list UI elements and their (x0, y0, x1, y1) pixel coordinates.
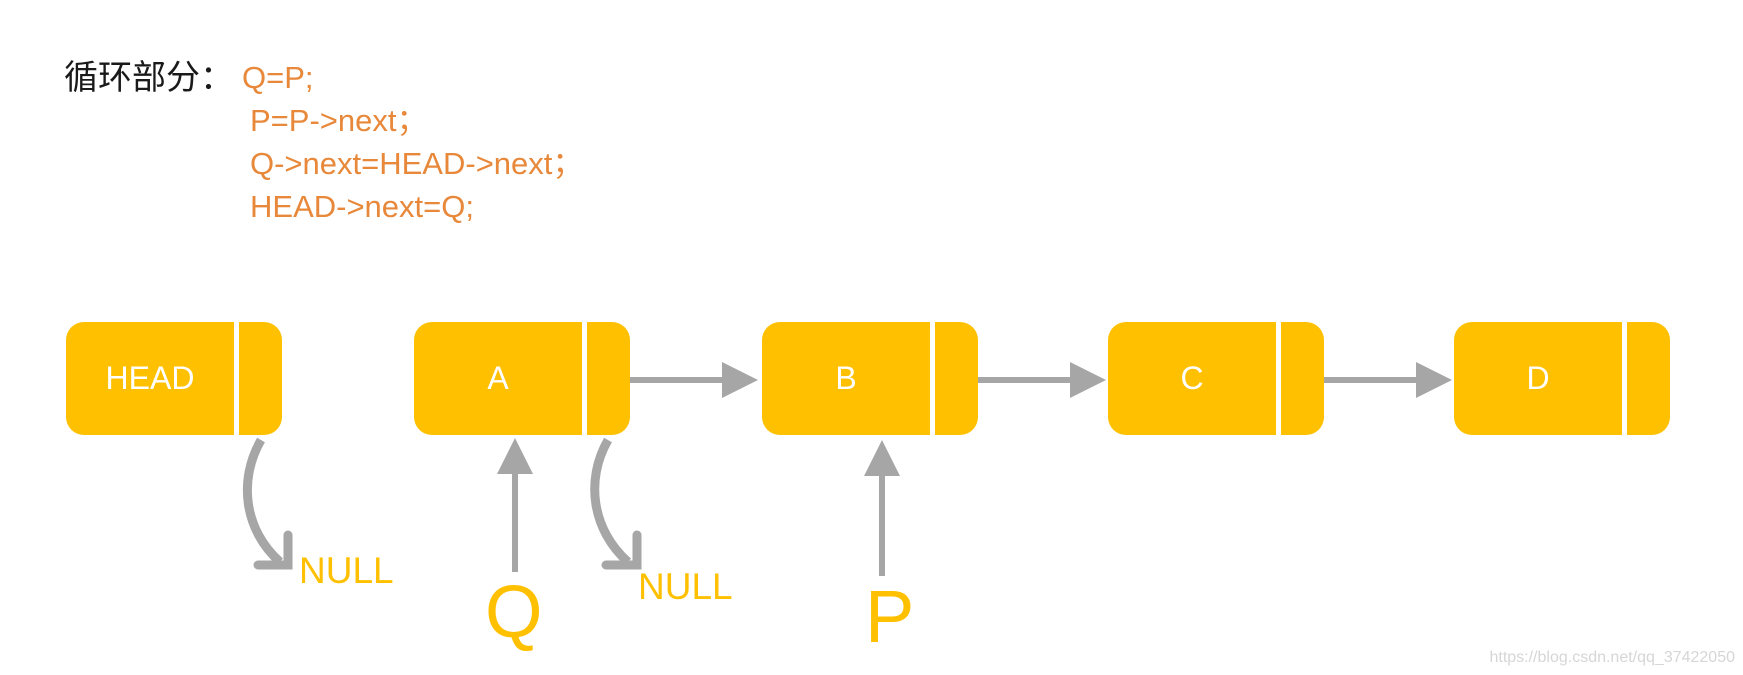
node-c: C (1108, 322, 1324, 435)
a-null-arrowhead (601, 530, 642, 570)
head-null-arrowhead (253, 530, 293, 570)
watermark: https://blog.csdn.net/qq_37422050 (1489, 649, 1735, 666)
pointer-q-label: Q (485, 570, 543, 653)
node-c-divider (1276, 322, 1281, 435)
node-b-data: B (762, 322, 930, 435)
node-b-next-field (935, 322, 978, 435)
node-d-data: D (1454, 322, 1622, 435)
node-head-divider (234, 322, 239, 435)
node-c-data: C (1108, 322, 1276, 435)
code-line-4: HEAD->next=Q; (250, 189, 474, 224)
node-head-data: HEAD (66, 322, 234, 435)
node-head: HEAD (66, 322, 282, 435)
node-a: A (414, 322, 630, 435)
code-line-1: Q=P; (242, 60, 314, 95)
node-c-next-field (1281, 322, 1324, 435)
head-null-label: NULL (299, 550, 394, 591)
code-label: 循环部分： (64, 58, 234, 98)
node-d-next-field (1627, 322, 1670, 435)
pointer-p-label: P (865, 575, 915, 658)
node-head-next-field (239, 322, 282, 435)
node-b-divider (930, 322, 935, 435)
head-null-arrow (242, 437, 284, 566)
a-null-label: NULL (638, 566, 733, 607)
node-a-data: A (414, 322, 582, 435)
node-a-next-field (587, 322, 630, 435)
node-d-divider (1622, 322, 1627, 435)
a-null-arrow (590, 437, 632, 566)
code-line-2: P=P->next； (250, 103, 428, 138)
node-d: D (1454, 322, 1670, 435)
node-a-divider (582, 322, 587, 435)
code-line-3: Q->next=HEAD->next； (250, 146, 584, 181)
node-b: B (762, 322, 978, 435)
